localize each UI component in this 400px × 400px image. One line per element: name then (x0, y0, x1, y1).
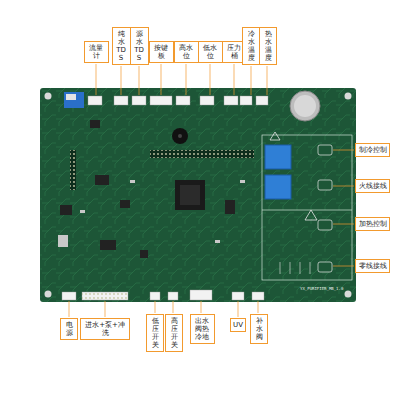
silkscreen-text: YX_PURIFIER_MB_1.0 (300, 286, 343, 291)
callout-box: 进水+泵+冲洗 (80, 318, 130, 340)
callout-text: 高水位 (177, 44, 196, 60)
callout-text: 补水阀 (253, 317, 265, 341)
callout-text: 压力桶 (225, 44, 244, 60)
callout-text: 火线接线 (358, 182, 387, 190)
callout-box: 低压开关 (146, 314, 164, 352)
callout-text: 低水位 (201, 44, 220, 60)
callout-box: 制冷控制 (355, 143, 390, 157)
callout-text: 高压开关 (168, 317, 180, 349)
callout-text: 冷水温度 (245, 30, 257, 62)
callout-text: 进水+泵+冲洗 (83, 321, 127, 337)
callout-text: 按键板 (152, 44, 171, 60)
callout-box: 冷水温度 (242, 27, 260, 65)
callout-box: 出水阀热冷地 (190, 314, 215, 344)
callout-box: 加热控制 (355, 217, 390, 231)
callout-text: 热水温度 (262, 30, 274, 62)
callout-text: 出水阀热冷地 (193, 317, 212, 341)
callout-text: UV (233, 321, 243, 329)
callout-text: 零线接线 (358, 262, 387, 270)
callout-text: 电源 (63, 321, 75, 337)
callout-box: 按键板 (149, 41, 174, 63)
callout-text: 低压开关 (149, 317, 161, 349)
callout-text: 加热控制 (358, 220, 387, 228)
callout-box: 纯水 TDS (112, 27, 131, 65)
callout-box: 高压开关 (165, 314, 183, 352)
callout-box: 电源 (60, 318, 78, 340)
callout-box: 流量计 (84, 41, 109, 63)
callout-box: 源水 TDS (130, 27, 149, 65)
callout-text: 源水 TDS (133, 30, 146, 62)
callout-box: 低水位 (198, 41, 223, 63)
callout-box: 热水温度 (259, 27, 277, 65)
callout-box: 补水阀 (250, 314, 268, 344)
callout-box: 火线接线 (355, 179, 390, 193)
callout-text: 制冷控制 (358, 146, 387, 154)
callout-box: UV (230, 318, 246, 332)
callout-box: 高水位 (174, 41, 199, 63)
callout-box: 零线接线 (355, 259, 390, 273)
callout-text: 纯水 TDS (115, 30, 128, 62)
callout-text: 流量计 (87, 44, 106, 60)
